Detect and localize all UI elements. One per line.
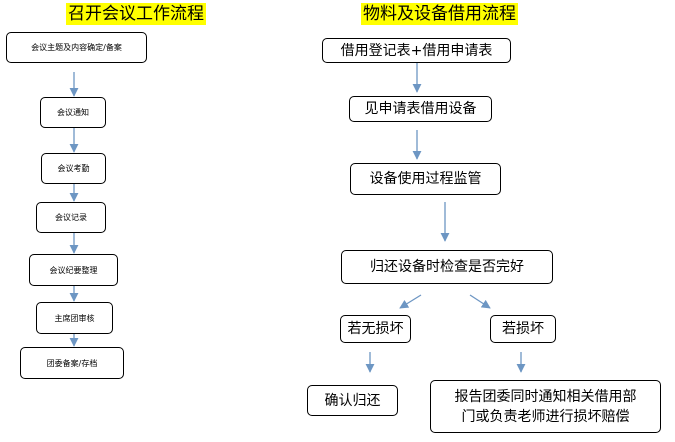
step-borrow: 见申请表借用设备 [349,96,492,122]
step-topic: 会议主题及内容确定/备案 [6,32,147,63]
result-confirm-return: 确认归还 [307,385,398,416]
step-record: 会议记录 [36,202,106,233]
damage-line-1: 报告团委同时通知相关借用部 [454,388,637,405]
step-archive: 团委备案/存档 [20,347,124,379]
result-damage-report: 报告团委同时通知相关借用部 门或负责老师进行损坏赔偿 [430,380,661,433]
branch-no-damage: 若无损坏 [340,315,411,343]
step-supervise: 设备使用过程监管 [350,163,501,195]
step-register: 借用登记表+借用申请表 [322,38,511,63]
left-title: 召开会议工作流程 [66,3,206,25]
step-attendance: 会议考勤 [41,153,106,184]
step-return-check: 归还设备时检查是否完好 [341,250,553,284]
step-minutes: 会议纪要整理 [29,254,118,286]
branch-damage: 若损坏 [490,315,556,343]
step-review: 主席团审核 [36,302,113,334]
step-notice: 会议通知 [40,97,106,128]
right-title: 物料及设备借用流程 [361,3,518,25]
damage-line-2: 门或负责老师进行损坏赔偿 [461,408,630,425]
